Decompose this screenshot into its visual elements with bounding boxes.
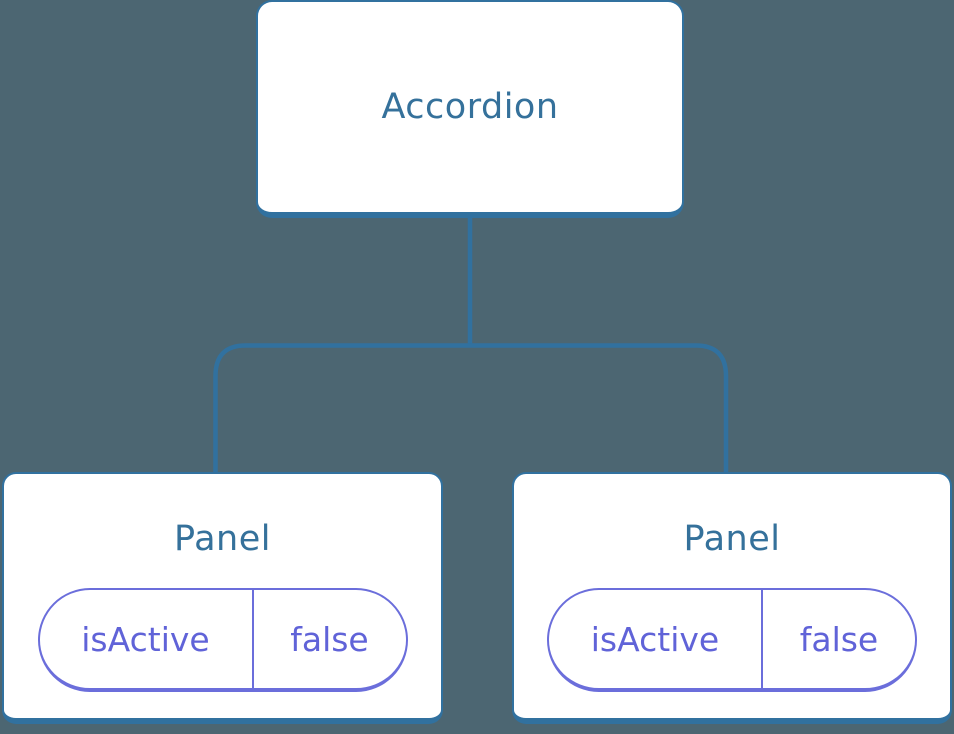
panel-left-state-pill: isActive false — [37, 588, 408, 692]
tree-node-panel-left: Panel isActive false — [2, 472, 443, 724]
state-key-label: isActive — [40, 590, 254, 688]
state-value-label: false — [290, 619, 369, 659]
panel-left-label: Panel — [174, 519, 271, 559]
tree-node-accordion: Accordion — [256, 0, 684, 218]
connector-branch — [213, 343, 729, 476]
state-key-label: isActive — [549, 590, 763, 688]
panel-right-label: Panel — [683, 519, 781, 559]
panel-right-state-pill: isActive false — [547, 588, 917, 692]
tree-node-panel-right: Panel isActive false — [512, 472, 952, 724]
state-value-label: false — [799, 619, 879, 659]
accordion-node-label: Accordion — [381, 87, 559, 127]
